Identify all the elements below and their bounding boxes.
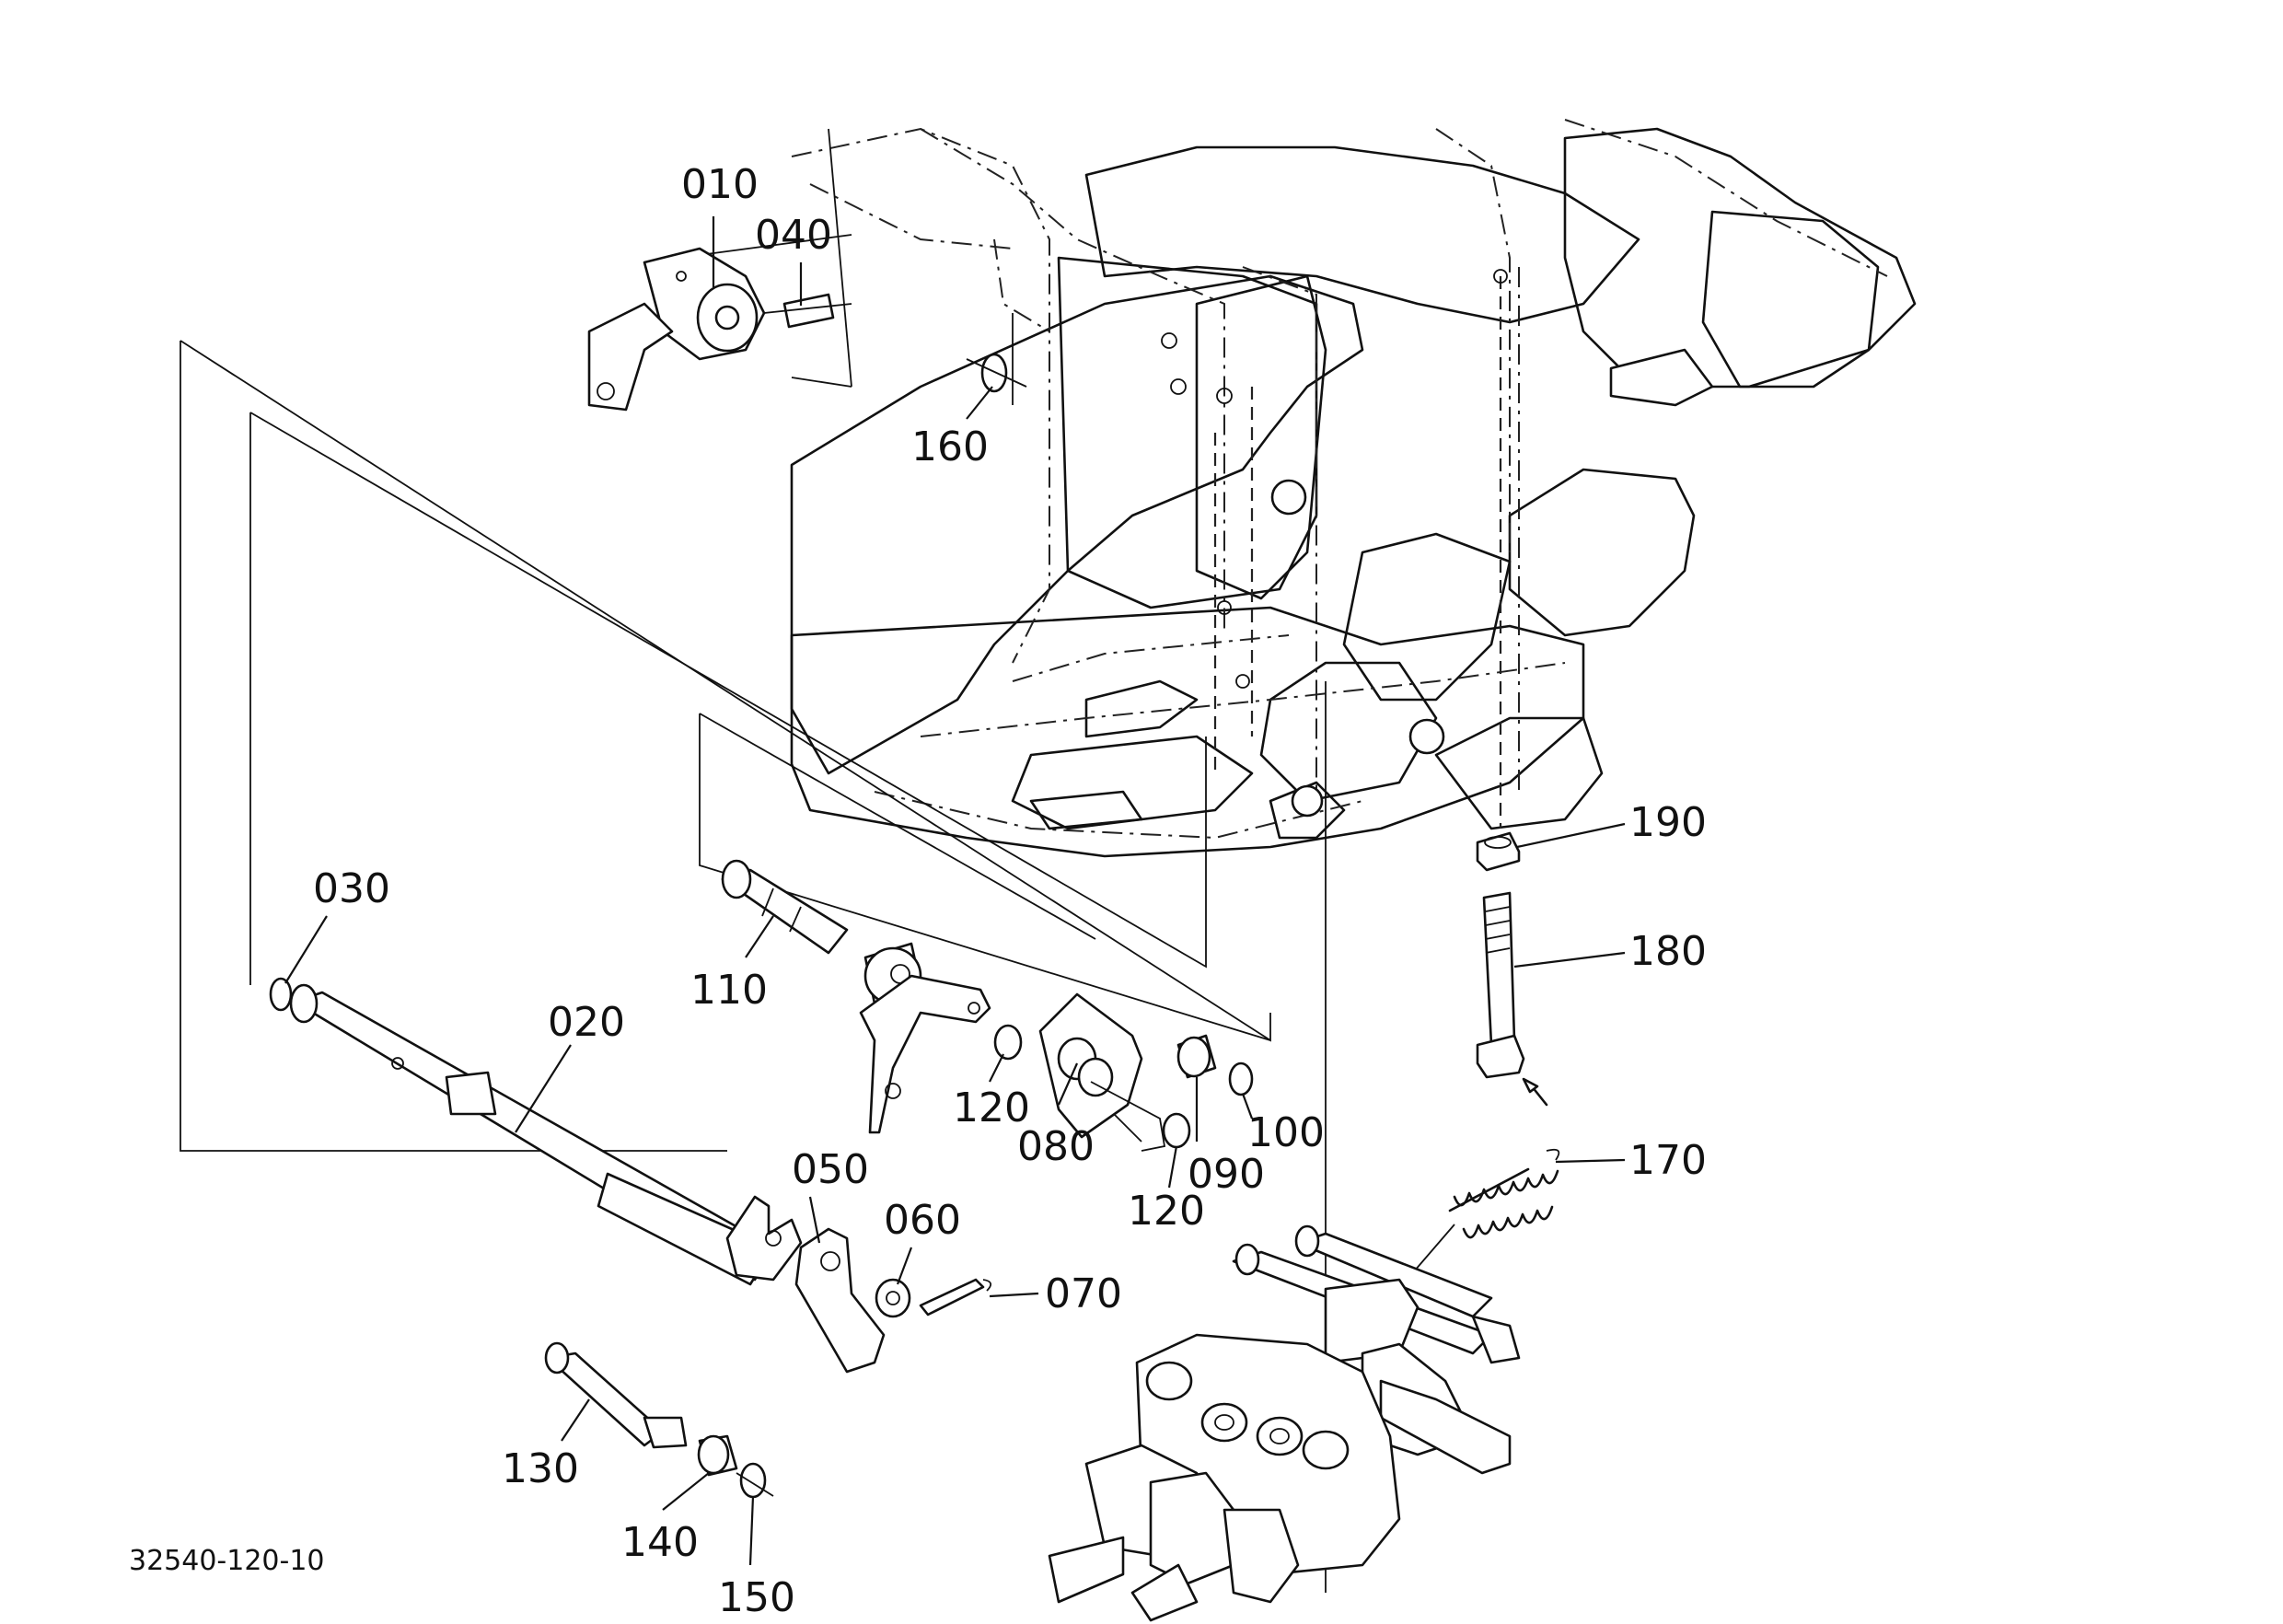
part-110-pin: [721, 859, 849, 955]
label-120-a: 120: [953, 1085, 1030, 1131]
label-170: 170: [1629, 1137, 1707, 1184]
label-100: 100: [1247, 1109, 1325, 1156]
label-140: 140: [621, 1519, 699, 1566]
part-120-clip-a: [993, 1024, 1023, 1061]
part-010-lever-bracket: [587, 247, 766, 412]
part-150-clip: [736, 1462, 774, 1499]
part-170-spring: [1392, 1148, 1560, 1281]
part-020-shaft: [289, 983, 803, 1286]
label-060: 060: [884, 1197, 961, 1244]
part-140-collar: [697, 1434, 738, 1477]
part-130-pin: [544, 1341, 688, 1449]
label-010: 010: [681, 161, 759, 208]
part-080-cam-bracket: [1038, 992, 1166, 1152]
label-030: 030: [313, 865, 390, 912]
control-valve-assembly: [1048, 1224, 1521, 1622]
part-060-washer: [875, 1278, 911, 1318]
part-090-spacer: [1176, 1034, 1217, 1079]
label-120-b: 120: [1128, 1188, 1205, 1235]
part-100-clip: [1228, 1061, 1254, 1096]
label-090: 090: [1188, 1151, 1265, 1198]
label-190: 190: [1629, 799, 1707, 846]
label-050: 050: [792, 1146, 869, 1193]
label-160: 160: [911, 423, 989, 470]
part-070-cotter-pin: [919, 1278, 992, 1317]
label-150: 150: [718, 1574, 795, 1621]
label-180: 180: [1629, 928, 1707, 975]
label-130: 130: [502, 1445, 579, 1492]
drawing-number: 32540-120-10: [129, 1545, 325, 1577]
part-180-bolt: [1476, 891, 1548, 1107]
part-050-lever: [794, 1227, 886, 1374]
label-110: 110: [690, 967, 768, 1014]
assembly-frames: [180, 128, 1327, 1593]
leader-lines: [284, 216, 1626, 1566]
part-030-o-ring: [269, 977, 293, 1012]
label-040: 040: [755, 212, 832, 259]
part-bracket-arm: [859, 942, 991, 1134]
housing-outline: [790, 119, 1917, 858]
part-120-clip-b: [1162, 1112, 1191, 1149]
label-070: 070: [1045, 1270, 1122, 1317]
part-040-pin: [763, 293, 852, 329]
label-020: 020: [548, 999, 625, 1046]
part-labels: 010 040 160 190 180 170 030 020 110 050 …: [129, 161, 1707, 1621]
part-160-clip: [966, 353, 1027, 393]
label-080: 080: [1017, 1123, 1095, 1170]
part-190-nut: [1476, 831, 1521, 872]
